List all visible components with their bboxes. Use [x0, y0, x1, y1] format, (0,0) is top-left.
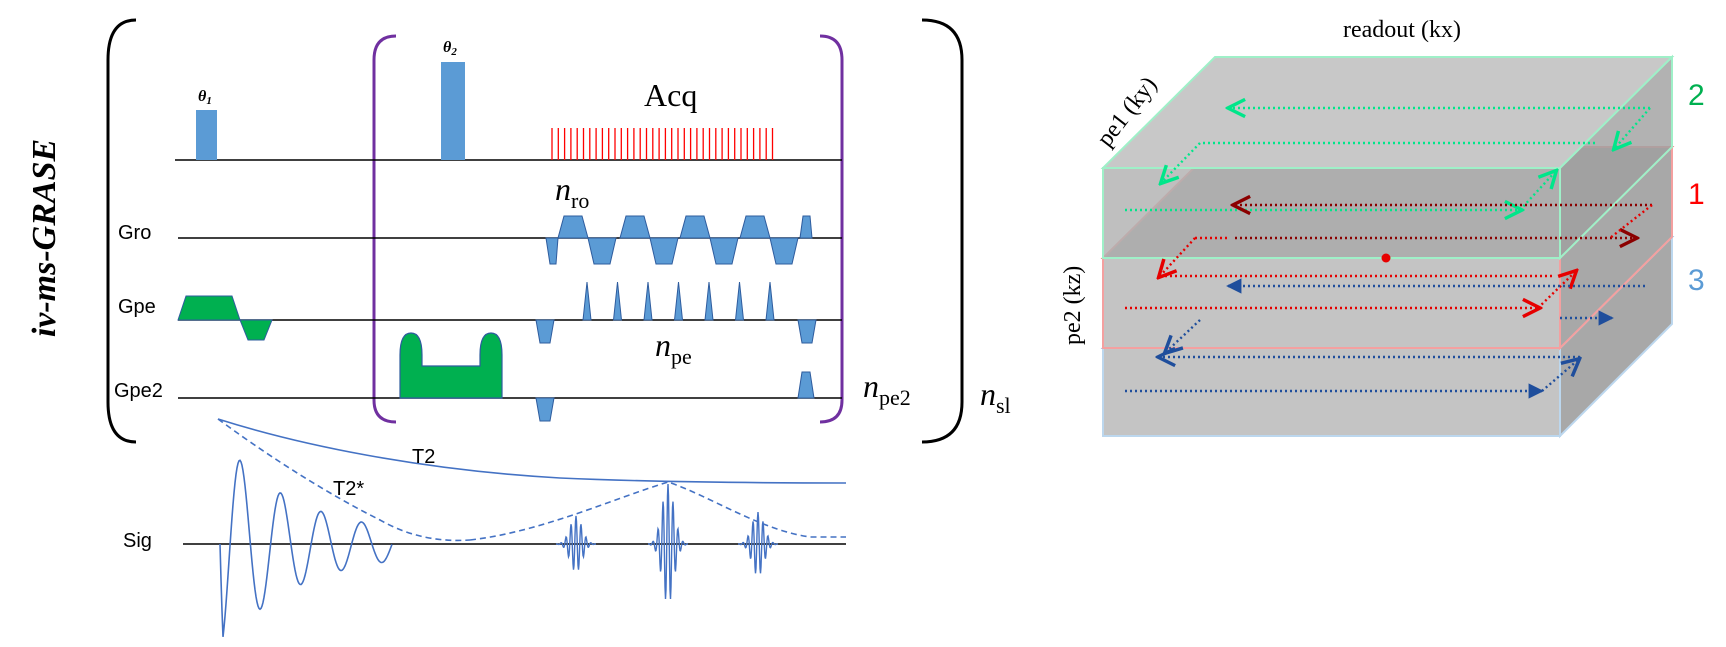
t2star-envelope-echoes — [469, 481, 846, 541]
gro-lobe-positive — [557, 215, 589, 239]
slab-2-front — [1102, 167, 1561, 259]
slab-2-number: 2 — [1688, 79, 1705, 112]
acquisition-ticks — [551, 128, 774, 160]
t2star-envelope-fid — [217, 418, 471, 542]
gpe2-crusher — [399, 332, 503, 399]
rf-pulse-1 — [196, 110, 217, 160]
slab-3-number: 3 — [1688, 264, 1705, 297]
t2-label: T2 — [412, 446, 435, 468]
gpe-blip — [612, 281, 623, 321]
t2star-label: T2* — [333, 478, 364, 500]
echo-wavelet — [556, 515, 596, 570]
gro-prephaser — [545, 237, 559, 265]
sig-label: Sig — [123, 530, 152, 552]
gro-lobe-positive — [739, 215, 771, 239]
echo-wavelet — [648, 483, 688, 600]
slab-1-number: 1 — [1688, 178, 1705, 211]
gro-lobe-negative — [649, 237, 679, 265]
gro-lobe-negative — [769, 237, 799, 265]
slab-2-trajectory — [1125, 108, 1651, 210]
outer-bracket-left — [106, 18, 137, 444]
gro-lobe-positive — [619, 215, 651, 239]
gpe-label: Gpe — [118, 296, 156, 318]
gro-readout-train — [545, 215, 813, 265]
gpe-blip — [582, 281, 592, 321]
gpe-prephaser-positive — [177, 295, 241, 321]
gro-lobe-negative — [587, 237, 617, 265]
n-pe-label: npe — [655, 327, 692, 369]
gro-lobe-positive — [679, 215, 711, 239]
gpe-blip — [643, 281, 653, 321]
gpe-blip — [673, 281, 684, 321]
rf-angle-2-label: θ2 — [443, 39, 457, 58]
n-sl-label: nsl — [980, 376, 1011, 418]
gpe2-lobe-end — [797, 371, 815, 399]
n-ro-label: nro — [555, 171, 589, 213]
slab-3-trajectory — [1125, 278, 1645, 399]
gpe2-label: Gpe2 — [114, 380, 163, 402]
outer-bracket-right — [921, 18, 964, 444]
kspace-diagram: readout (kx) pe1 (ky) pe2 (kz) — [1060, 17, 1705, 439]
gpe2-lobe-start — [535, 397, 555, 422]
gro-label: Gro — [118, 222, 151, 244]
rf-pulse-2 — [441, 62, 465, 160]
rf-angle-1-label: θ1 — [198, 88, 212, 107]
gpe-rewind-start — [535, 319, 555, 344]
acq-label: Acq — [644, 77, 697, 113]
gpe-blip — [704, 281, 714, 321]
fid-signal — [219, 459, 393, 637]
gpe-blip — [734, 281, 745, 321]
readout-label: readout (kx) — [1343, 17, 1461, 43]
n-pe2-label: npe2 — [863, 368, 911, 410]
t2-decay-curve — [217, 418, 847, 484]
gpe-prephaser-negative — [239, 319, 273, 341]
gro-lobe-negative — [709, 237, 739, 265]
pe2-label: pe2 (kz) — [1060, 266, 1086, 345]
gpe-rewind-end — [797, 319, 817, 344]
gro-rephaser — [799, 215, 813, 239]
gpe-blip — [765, 281, 775, 321]
echo-signals — [556, 483, 778, 600]
inner-bracket-left — [372, 34, 397, 424]
gpe-blip-train — [582, 281, 775, 321]
sequence-title: iv-ms-GRASE — [26, 139, 63, 337]
sequence-diagram: iv-ms-GRASE Gro Gpe Gpe2 Sig θ1 θ2 Acq — [26, 18, 1011, 637]
slab-1-front — [1102, 257, 1561, 349]
slab-1-trajectory — [1125, 205, 1653, 308]
kspace-center-point — [1381, 253, 1391, 263]
inner-bracket-right — [819, 34, 844, 424]
echo-wavelet — [738, 511, 778, 574]
